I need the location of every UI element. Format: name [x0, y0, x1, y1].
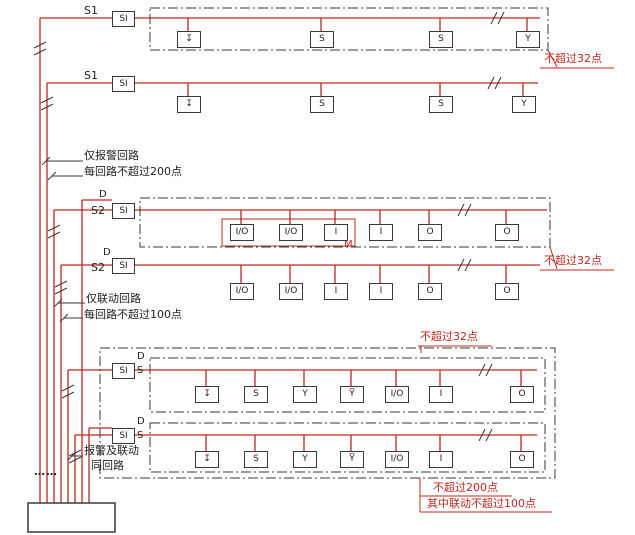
device-box-input: I: [429, 386, 453, 403]
note-linkage-only: 仅联动回路: [86, 292, 141, 305]
note-combined-line2: 同回路: [91, 459, 124, 472]
device-box-input: I: [369, 224, 393, 241]
device-box-s: S: [244, 386, 268, 403]
power-line-label-d: D: [99, 189, 107, 200]
power-line-label-d: D: [137, 351, 145, 362]
device-box-output: O: [510, 451, 534, 468]
isolator-box: SI: [112, 76, 135, 92]
device-box-output: O: [495, 224, 519, 241]
ellipsis-more-loops: ……: [34, 465, 58, 478]
device-box-detector: ↧: [177, 31, 201, 48]
signal-line-label-s: S: [137, 365, 144, 376]
device-box-detector: ↧: [195, 386, 219, 403]
device-box-output: O: [495, 283, 519, 300]
device-box-s: S: [310, 31, 334, 48]
device-box-output: O: [418, 283, 442, 300]
signal-line-label-s: S: [137, 430, 144, 441]
device-box-s: S: [244, 451, 268, 468]
device-box-io: I/O: [230, 224, 254, 241]
device-box-io: I/O: [279, 283, 303, 300]
device-box-s: S: [429, 96, 453, 113]
note-alarm-limit: 每回路不超过200点: [84, 165, 182, 178]
annotation-max32-loop5: 不超过32点: [420, 330, 478, 343]
device-box-io: I/O: [230, 283, 254, 300]
device-box-s: S: [429, 31, 453, 48]
annotation-max32-loop1: 不超过32点: [544, 52, 602, 65]
device-box-input: I: [324, 224, 348, 241]
note-combined-line1: 报警及联动: [84, 444, 139, 457]
annotation-max32-loop3: 不超过32点: [544, 254, 602, 267]
isolator-box: SI: [112, 258, 135, 274]
device-box-input: I: [324, 283, 348, 300]
device-box-output: O: [418, 224, 442, 241]
red-annotation-leaders: [418, 49, 614, 513]
loop-label-s2: S2: [91, 204, 105, 217]
device-box-ybar: Y̅: [340, 451, 364, 468]
note-linkage-limit: 每回路不超过100点: [84, 308, 182, 321]
device-box-io: I/O: [279, 224, 303, 241]
device-box-detector: ↧: [177, 96, 201, 113]
loop-label-s1: S1: [84, 69, 98, 82]
isolator-box: SI: [112, 428, 135, 444]
annotation-max200: 不超过200点: [433, 481, 498, 494]
device-box-s: S: [310, 96, 334, 113]
line-break-marks: [33, 11, 505, 464]
power-line-label-d: D: [137, 416, 145, 427]
device-box-output: O: [510, 386, 534, 403]
power-line-label-d: D: [103, 247, 111, 258]
isolator-box: SI: [112, 203, 135, 219]
device-box-ybar: Y̅: [340, 386, 364, 403]
module-group-label-m: M: [344, 239, 353, 250]
annotation-linkage-max100: 其中联动不超过100点: [427, 497, 536, 510]
note-alarm-only: 仅报警回路: [84, 149, 139, 162]
device-box-input: I: [369, 283, 393, 300]
loop-label-s2: S2: [91, 261, 105, 274]
isolator-box: SI: [112, 11, 135, 27]
device-box-io: I/O: [385, 386, 409, 403]
device-box-y: Y: [293, 451, 317, 468]
red-wires: [39, 17, 547, 503]
control-panel-box: [27, 502, 116, 533]
device-box-input: I: [429, 451, 453, 468]
loop-label-s1: S1: [84, 4, 98, 17]
device-box-y: Y: [293, 386, 317, 403]
module-group-rect: [221, 218, 356, 247]
device-box-y: Y: [512, 96, 536, 113]
isolator-box: SI: [112, 363, 135, 379]
device-box-io: I/O: [385, 451, 409, 468]
device-box-y: Y: [516, 31, 540, 48]
device-box-detector: ↧: [195, 451, 219, 468]
zone-boxes: [99, 7, 556, 479]
note-leaders: [41, 156, 85, 461]
